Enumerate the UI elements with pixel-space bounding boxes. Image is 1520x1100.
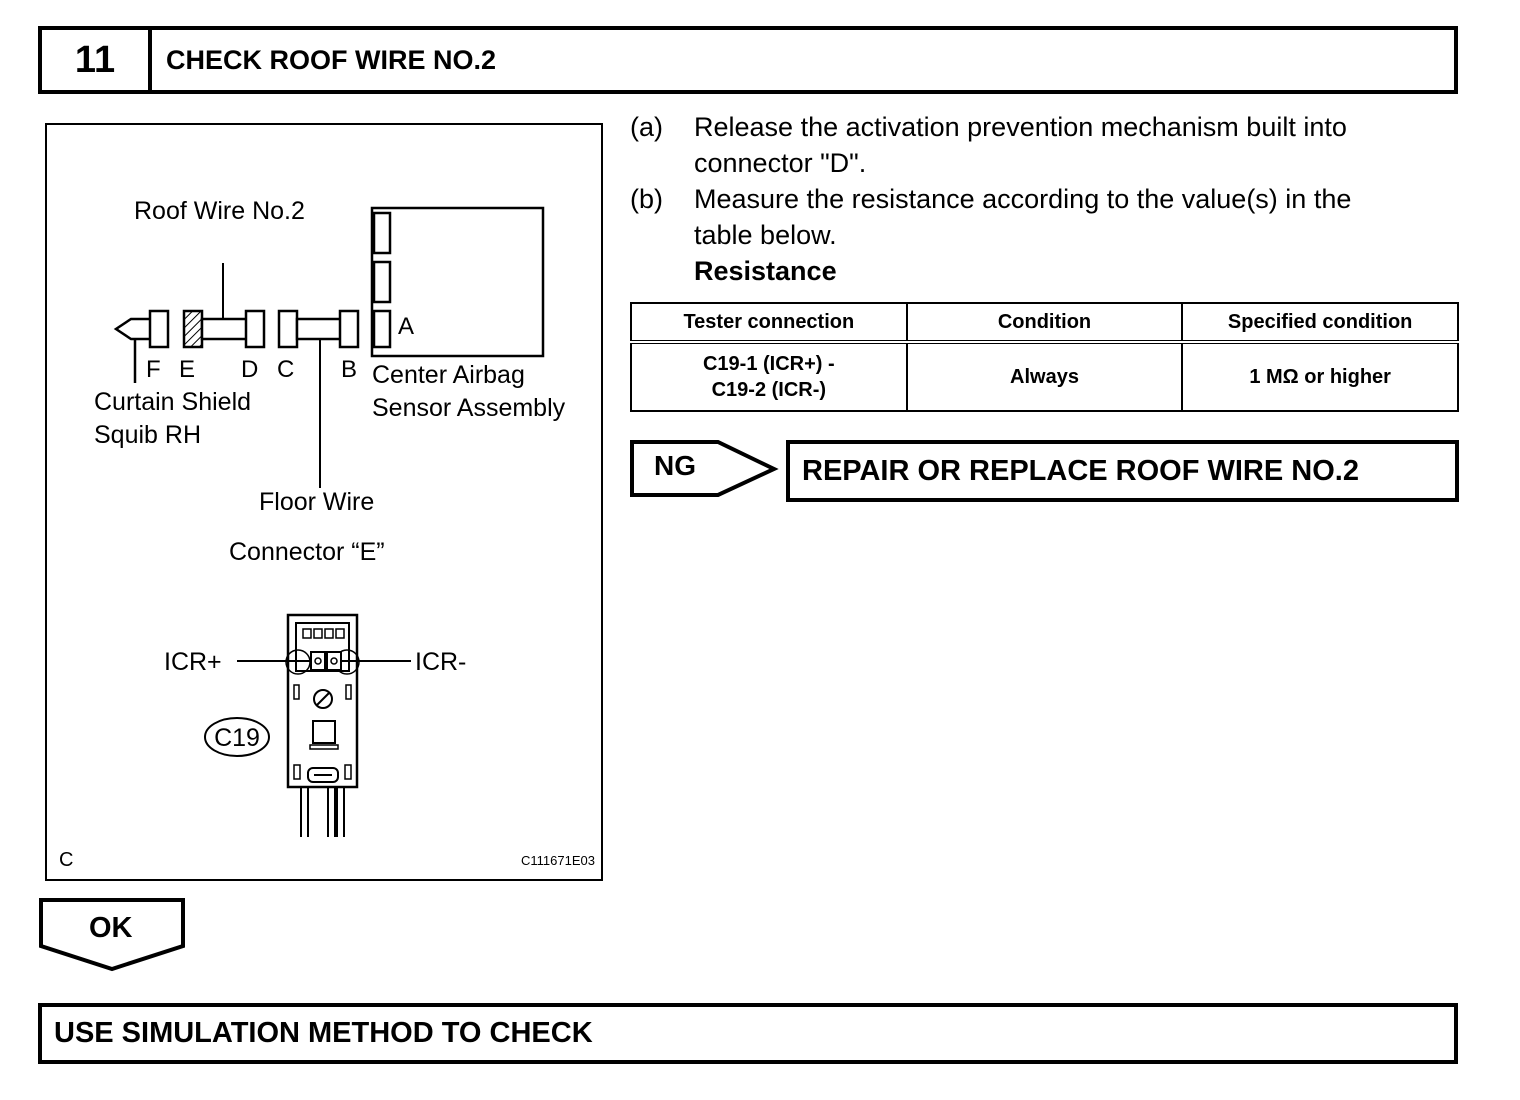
connector-c-block [277,309,299,349]
conn-letter-e: E [179,356,195,383]
step-a-line-1: Release the activation prevention mechan… [694,112,1347,142]
floor-wire-body [295,317,344,341]
conn-letter-b: B [341,356,357,383]
curtain-label-1: Curtain Shield [94,388,251,416]
ng-label: NG [654,450,696,481]
step-b-letter: (b) [630,184,663,214]
connector-code-label: C19 [214,724,260,752]
step-title: CHECK ROOF WIRE NO.2 [166,44,497,75]
step-b-line-1: Measure the resistance according to the … [694,184,1352,214]
wiring-figure: Roof Wire No.2 F E D C B A [45,123,603,881]
table-row: C19-1 (ICR+) - C19-2 (ICR-) Always 1 MΩ … [630,341,1459,412]
wiring-diagram: Roof Wire No.2 F E D C B A [59,197,595,871]
sensor-label-1: Center Airbag [372,361,525,389]
tester-connection-cell: C19-1 (ICR+) - C19-2 (ICR-) [630,341,908,412]
roof-wire-body [200,317,250,341]
step-a-letter: (a) [630,112,663,142]
specified-condition-cell: 1 MΩ or higher [1181,341,1459,412]
airbag-sensor-box [370,206,545,358]
curtain-squib-connector [113,309,170,383]
step-b-line-2: table below. [694,220,837,250]
step-a-line-2: connector "D". [694,148,867,178]
sensor-label-2: Sensor Assembly [372,394,566,422]
step-header: 11 CHECK ROOF WIRE NO.2 [38,26,1458,94]
corner-code: C [59,849,73,871]
connector-b-block [338,309,360,349]
tester-connection-line-1: C19-1 (ICR+) - [702,353,835,375]
conn-letter-d: D [241,356,258,383]
conn-letter-a: A [398,313,414,340]
icr-plus-label: ICR+ [164,648,222,676]
conn-letter-f: F [146,356,161,383]
condition-cell: Always [905,341,1184,412]
curtain-label-2: Squib RH [94,421,201,449]
ok-arrow-shape [39,898,185,972]
icr-minus-label: ICR- [415,648,466,676]
roof-wire-label: Roof Wire No.2 [134,197,305,225]
connector-title: Connector “E” [229,538,385,566]
table-header-row: Tester connection Condition Specified co… [630,302,1459,344]
ng-action-box: REPAIR OR REPLACE ROOF WIRE NO.2 [786,440,1459,502]
table-header-cell: Tester connection [630,302,908,344]
ng-arrow-shape [630,440,779,497]
ok-label: OK [89,912,133,944]
conn-letter-c: C [277,356,294,383]
figure-id: C111671E03 [521,853,595,868]
connector-e-block [182,309,204,349]
step-number: 11 [42,30,152,90]
connector-c19-drawing [204,613,411,837]
table-header-cell: Condition [905,302,1184,344]
next-step-box: USE SIMULATION METHOD TO CHECK [38,1003,1458,1064]
resistance-table: Tester connection Condition Specified co… [630,302,1459,412]
resistance-heading: Resistance [694,256,837,286]
tester-connection-line-2: C19-2 (ICR-) [711,379,827,401]
floor-wire-label: Floor Wire [259,488,374,516]
connector-d-block [244,309,266,349]
table-header-cell: Specified condition [1181,302,1459,344]
